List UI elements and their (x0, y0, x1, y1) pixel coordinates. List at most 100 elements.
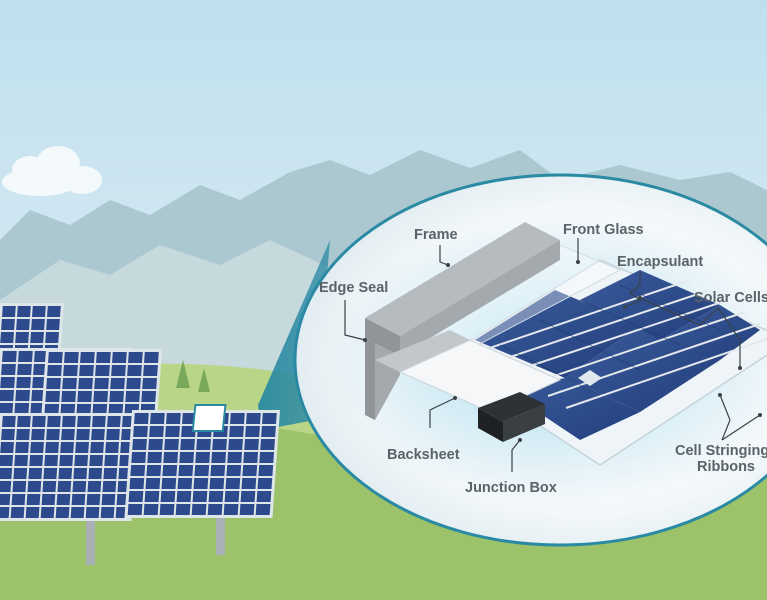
panel-cell (150, 413, 165, 424)
panel-cell (73, 468, 88, 479)
panel-post (216, 500, 225, 555)
label-cell-stringing: Cell Stringing Ribbons (675, 443, 767, 475)
panel-cell (31, 319, 45, 330)
panel-cell (16, 319, 30, 330)
tree-icon (176, 360, 210, 392)
panel-cell (27, 481, 42, 492)
panel-cell (128, 352, 143, 363)
panel-cell (227, 452, 243, 463)
panel-cell (112, 352, 127, 363)
panel-cell (0, 442, 14, 453)
panel-cell (109, 391, 125, 402)
panel-cell (12, 481, 27, 492)
panel-cell (31, 390, 47, 401)
panel-cell (111, 365, 126, 376)
panel-cell (56, 494, 71, 505)
panel-cell (125, 391, 141, 402)
panel-post (86, 500, 95, 565)
panel-cell (16, 429, 30, 440)
panel-cell (193, 478, 209, 489)
panel-cell (255, 504, 271, 515)
panel-cell (144, 491, 160, 502)
panel-cell (230, 413, 245, 424)
panel-cell (110, 378, 125, 389)
panel-cell (2, 306, 16, 317)
panel-cell (93, 391, 109, 402)
solar-cells (475, 270, 767, 440)
panel-cell (207, 504, 223, 515)
panel-cell (85, 507, 100, 518)
panel-cell (79, 365, 94, 376)
panel-cell (161, 478, 177, 489)
label-backsheet: Backsheet (387, 447, 460, 463)
panel-cell (11, 494, 26, 505)
panel-cell (208, 491, 224, 502)
panel-cell (34, 351, 49, 362)
label-edge-seal: Edge Seal (319, 280, 389, 296)
panel-cell (196, 439, 211, 450)
panel-cell (0, 377, 15, 388)
panel-cell (258, 465, 274, 476)
panel-cell (225, 478, 241, 489)
panel-cell (0, 468, 13, 479)
panel-cell (100, 507, 115, 518)
junction-box (478, 392, 545, 442)
panel-cell (86, 494, 101, 505)
panel-cell (130, 465, 146, 476)
panel-cell (46, 429, 60, 440)
panel-cell (240, 491, 256, 502)
panel-cell (29, 455, 44, 466)
panel-cell (60, 404, 76, 415)
panel-cell (43, 468, 58, 479)
panel-cell (47, 416, 61, 427)
panel-cell (89, 455, 104, 466)
panel-cell (42, 481, 57, 492)
panel-cell (71, 494, 86, 505)
panel-cell (132, 439, 147, 450)
panel-cell (72, 481, 87, 492)
panel-cell (47, 306, 61, 317)
panel-cell (244, 439, 259, 450)
panel-cell (143, 504, 159, 515)
panel-cell (14, 403, 30, 414)
panel-cell (212, 439, 227, 450)
panel-cell (60, 442, 74, 453)
panel-cell (0, 481, 12, 492)
panel-cell (26, 494, 41, 505)
panel-cell (164, 439, 179, 450)
panel-cell (259, 452, 275, 463)
panel-cell (48, 352, 63, 363)
panel-cell (228, 439, 243, 450)
panel-cell (2, 351, 17, 362)
panel-cell (15, 332, 29, 343)
label-frame: Frame (414, 227, 458, 243)
panel-cell (78, 378, 93, 389)
panel-cell (31, 429, 45, 440)
module-cutaway (330, 220, 767, 500)
panel-cell (257, 478, 273, 489)
panel-cell (226, 465, 242, 476)
panel-cell (46, 378, 61, 389)
panel-cell (223, 504, 239, 515)
panel-cell (17, 306, 31, 317)
panel-cell (246, 413, 261, 424)
panel-cell (74, 455, 89, 466)
panel-cell (45, 332, 59, 343)
panel-cell (30, 332, 44, 343)
panel-cell (106, 429, 120, 440)
panel-cell (59, 455, 74, 466)
panel-cell (47, 365, 62, 376)
panel-cell (55, 507, 70, 518)
panel-cell (15, 390, 31, 401)
panel-cell (0, 455, 14, 466)
panel-cell (177, 478, 193, 489)
panel-cell (61, 429, 75, 440)
panel-cell (40, 507, 55, 518)
panel-cell (88, 468, 103, 479)
panel-cell (61, 391, 77, 402)
panel-cell (1, 429, 15, 440)
panel-cell (18, 351, 33, 362)
panel-cell (32, 416, 46, 427)
panel-cell (134, 413, 149, 424)
